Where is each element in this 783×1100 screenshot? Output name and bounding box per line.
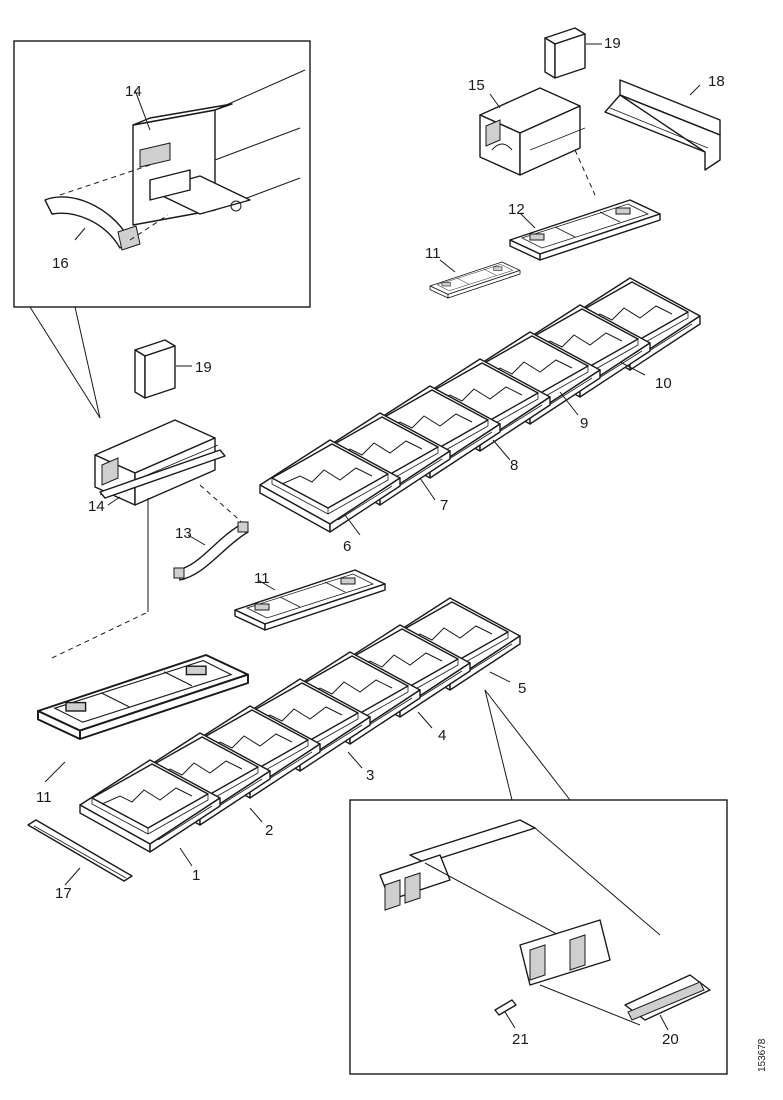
part-11-tray-top <box>429 261 521 299</box>
callout-1: 1 <box>192 867 200 884</box>
part-11-tray-base <box>37 654 249 740</box>
callout-labels: 1 2 3 4 5 6 7 8 9 10 11 11 11 12 13 14 1… <box>36 35 725 1048</box>
callout-15: 15 <box>468 77 485 94</box>
callout-8: 8 <box>510 457 518 474</box>
callout-4: 4 <box>438 727 446 744</box>
callout-13: 13 <box>175 525 192 542</box>
callout-11-top: 11 <box>425 245 441 262</box>
figure-id: 153678 <box>757 1038 768 1072</box>
part-19-middle <box>134 339 176 399</box>
callout-12: 12 <box>508 201 525 218</box>
callout-14-main: 14 <box>88 498 105 515</box>
cable-bracket-detail <box>44 164 169 251</box>
callout-10: 10 <box>655 375 672 392</box>
callout-18: 18 <box>708 73 725 90</box>
part-17-strip <box>27 819 133 882</box>
detail-inset-top-left <box>13 40 311 308</box>
part-15-chassis-end <box>479 87 586 176</box>
chassis-end-detail <box>132 69 306 226</box>
module-row-upper <box>259 277 701 533</box>
detail-inset-bottom-right <box>349 799 728 1075</box>
callout-19-middle: 19 <box>195 359 212 376</box>
callout-20: 20 <box>662 1031 679 1048</box>
part-13-cable <box>173 521 249 581</box>
part-19-top <box>544 27 586 79</box>
callout-9: 9 <box>580 415 588 432</box>
part-12-tray <box>509 199 661 261</box>
callout-19-top: 19 <box>604 35 621 52</box>
callout-14-inset: 14 <box>125 83 142 100</box>
callout-16: 16 <box>52 255 69 272</box>
module-row-lower <box>79 597 521 853</box>
callout-5: 5 <box>518 680 526 697</box>
part-18-rail <box>604 79 721 171</box>
callout-11-bottom: 11 <box>36 789 52 806</box>
callout-21: 21 <box>512 1031 529 1048</box>
part-14-chassis-middle <box>94 419 226 506</box>
callout-3: 3 <box>366 767 374 784</box>
callout-7: 7 <box>440 497 448 514</box>
callout-11-middle: 11 <box>254 570 270 587</box>
callout-17: 17 <box>55 885 72 902</box>
callout-2: 2 <box>265 822 273 839</box>
callout-6: 6 <box>343 538 351 555</box>
